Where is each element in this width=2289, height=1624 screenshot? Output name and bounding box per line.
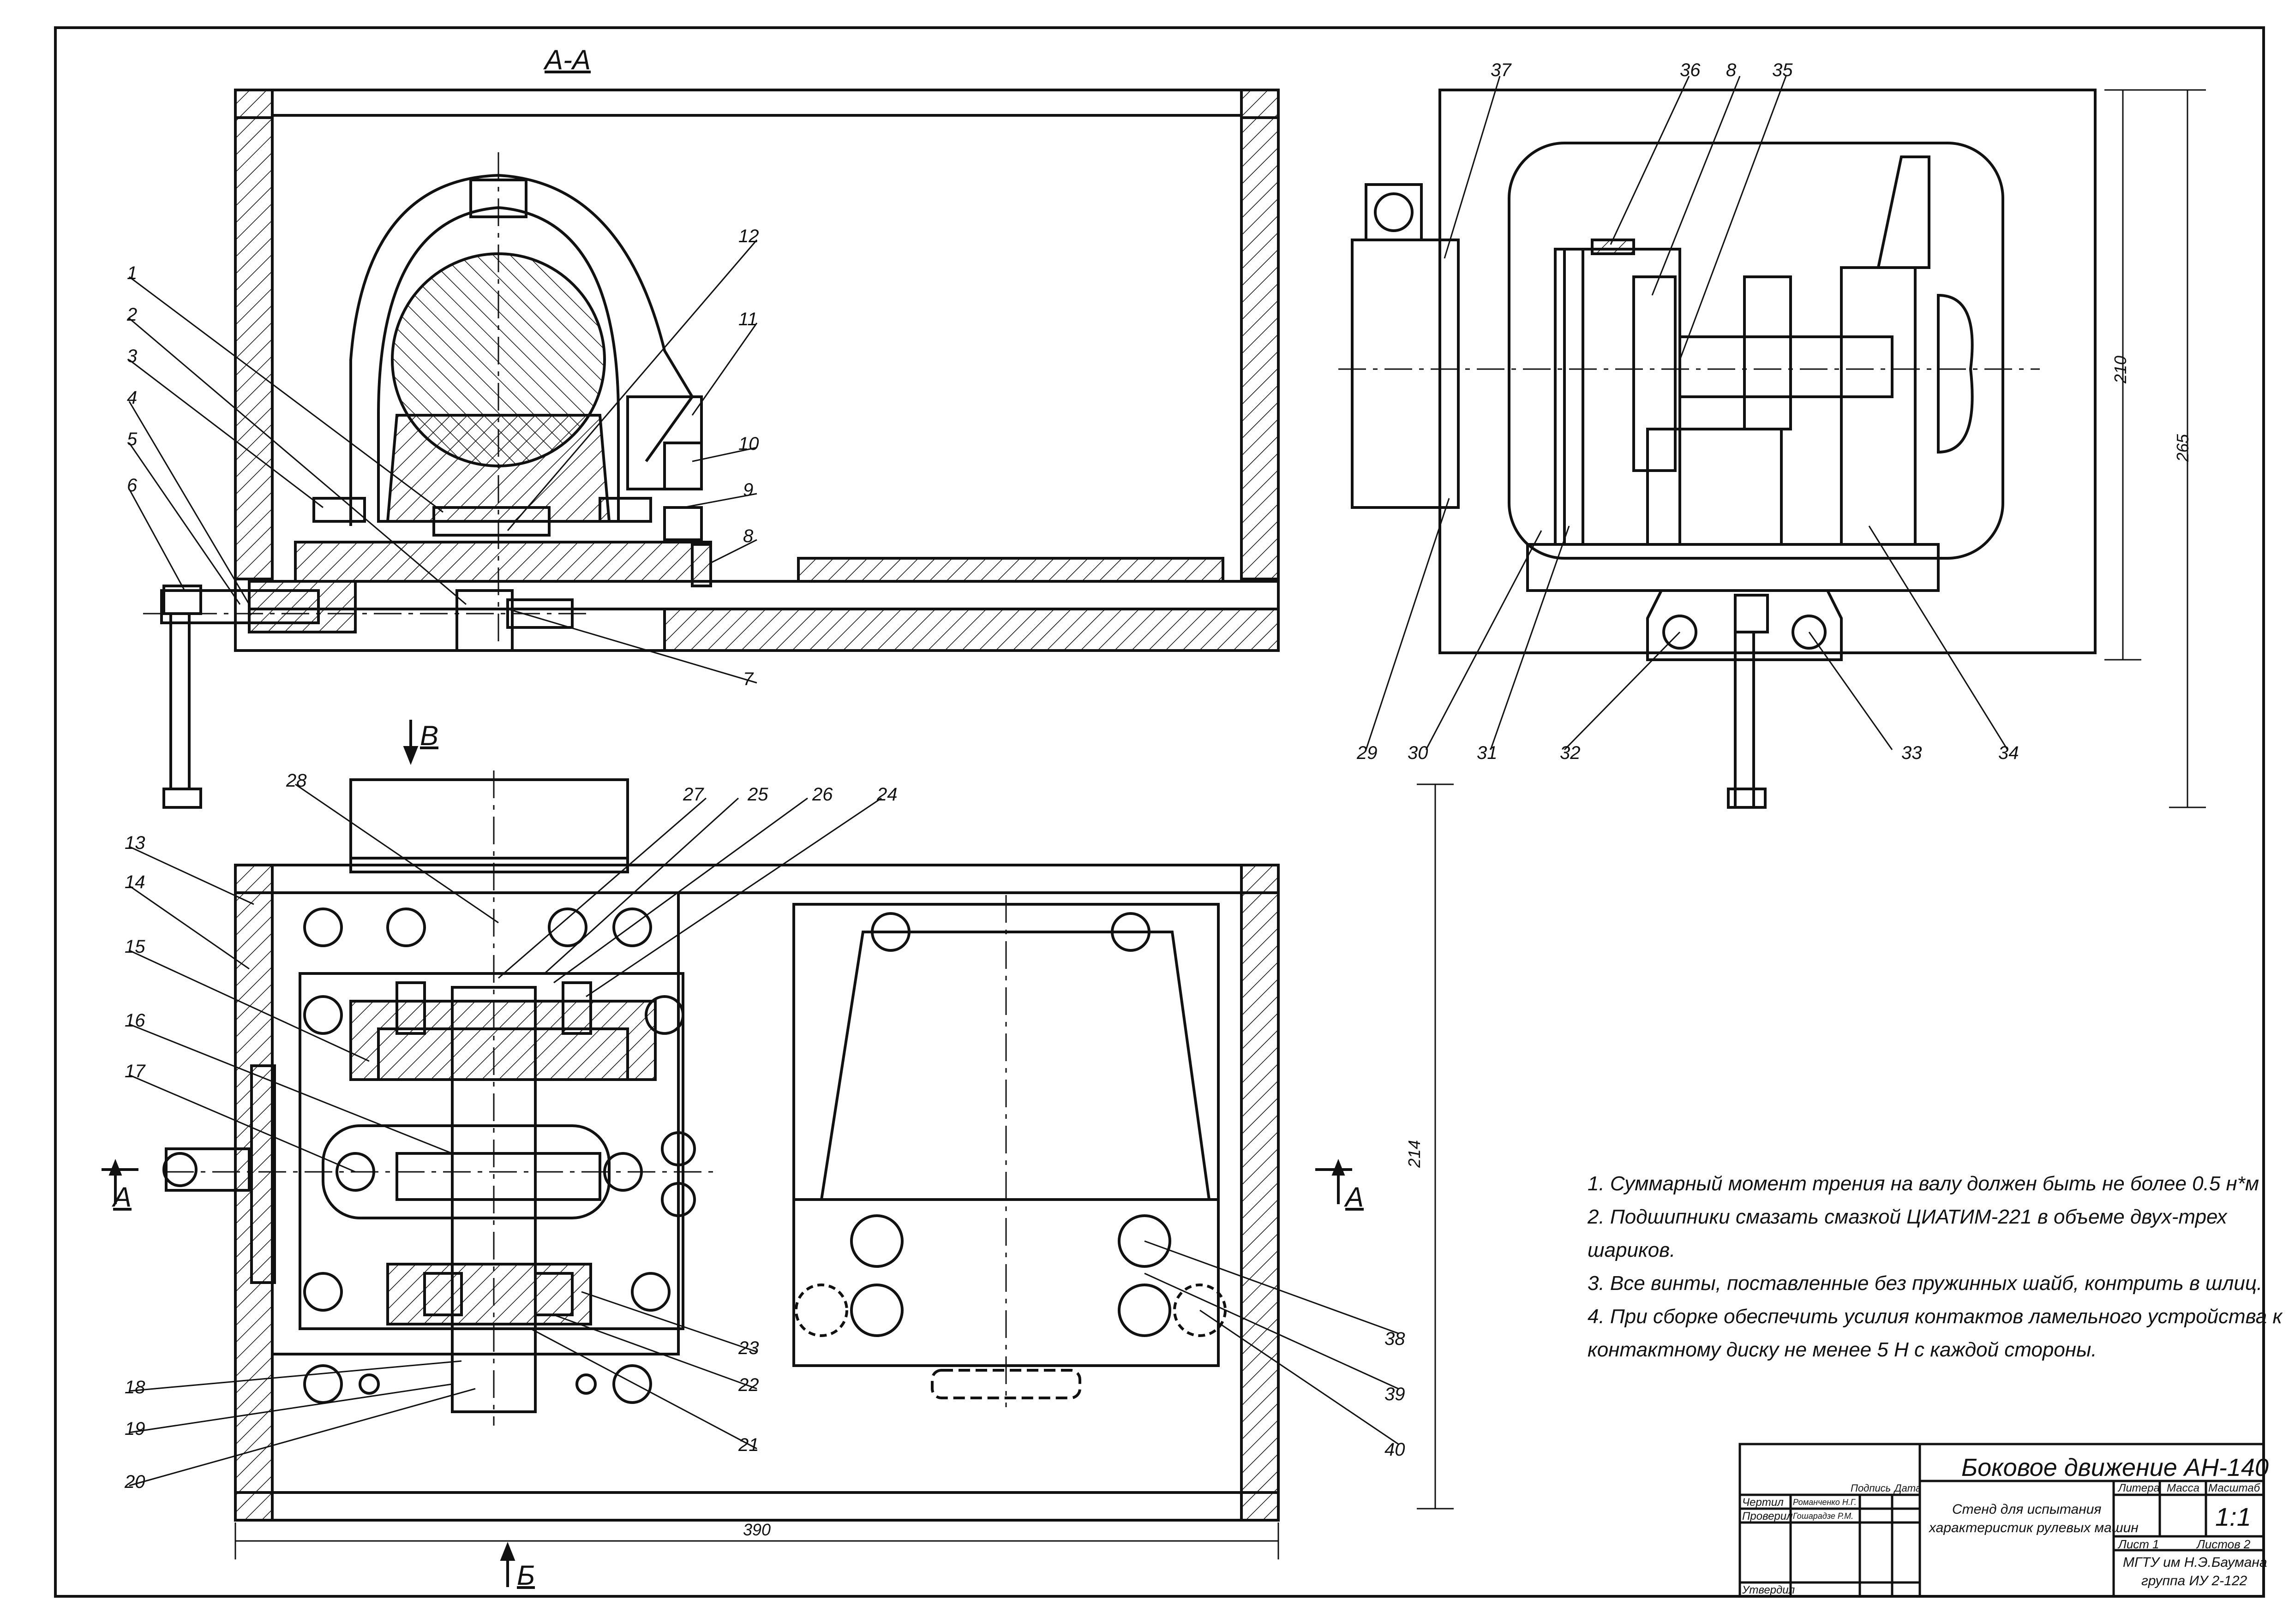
callout-23: 23: [738, 1338, 759, 1358]
title-block-col-signature: Подпись: [1851, 1482, 1891, 1494]
dimension-side-265: 265: [2173, 434, 2193, 462]
callout-3: 3: [127, 346, 138, 366]
callout-37: 37: [1491, 60, 1511, 80]
dimension-width: 390: [743, 1520, 771, 1539]
callout-24: 24: [877, 784, 898, 805]
callout-25: 25: [748, 784, 768, 805]
title-block-sheets: Листов 2: [2197, 1537, 2251, 1551]
callout-27: 27: [683, 784, 704, 805]
note-line: 3. Все винты, поставленные без пружинных…: [1588, 1272, 2263, 1295]
callout-7: 7: [743, 669, 754, 689]
title-block-org-1: МГТУ им Н.Э.Баумана: [2123, 1555, 2267, 1570]
section-a-left-label: А: [113, 1182, 132, 1212]
title-block-sheet: Лист 1: [2118, 1537, 2159, 1551]
callout-29: 29: [1357, 743, 1378, 763]
callout-2: 2: [127, 304, 138, 325]
callout-19: 19: [125, 1419, 145, 1439]
callout-38: 38: [1384, 1329, 1405, 1349]
callout-30: 30: [1408, 743, 1428, 763]
plan-view: [162, 770, 1280, 1522]
callout-8: 8: [743, 526, 754, 546]
callout-40: 40: [1384, 1439, 1405, 1460]
note-line: шариков.: [1588, 1239, 1676, 1261]
note-line: 4. При сборке обеспечить усилия контакто…: [1588, 1305, 2283, 1328]
title-block-subtitle-2: характеристик рулевых машин: [1929, 1520, 2139, 1535]
title-block-org-2: группа ИУ 2-122: [2141, 1573, 2247, 1588]
view-v-label: В: [420, 720, 439, 751]
section-aa-label: А-А: [545, 44, 591, 75]
callout-26: 26: [812, 784, 833, 805]
view-b-label: Б: [517, 1560, 535, 1591]
callout-14: 14: [125, 872, 145, 892]
callout-13: 13: [125, 833, 145, 853]
sheet-border: [54, 26, 2265, 1598]
callout-33: 33: [1901, 743, 1922, 763]
dimension-lines: [234, 89, 2206, 1559]
callout-5: 5: [127, 429, 138, 449]
technical-notes: 1. Суммарный момент трения на валу долже…: [1588, 1167, 2283, 1367]
callout-15: 15: [125, 937, 145, 957]
leader-lines: [128, 76, 2008, 1487]
title-block-col-mass: Масса: [2167, 1482, 2199, 1494]
callout-20: 20: [125, 1472, 145, 1492]
callout-4: 4: [127, 388, 138, 408]
callout-35: 35: [1772, 60, 1793, 80]
callout-11: 11: [738, 309, 758, 329]
title-block-col-date: Дата: [1894, 1482, 1922, 1494]
dimension-side-210: 210: [2111, 355, 2130, 384]
callout-32: 32: [1560, 743, 1581, 763]
callout-8-side: 8: [1726, 60, 1737, 80]
note-line: 2. Подшипники смазать смазкой ЦИАТИМ-221…: [1588, 1206, 2227, 1228]
title-block-scale: 1:1: [2215, 1502, 2251, 1531]
title-block-row-checked: Проверил: [1742, 1510, 1793, 1522]
callout-6: 6: [127, 475, 138, 496]
callout-28: 28: [286, 770, 307, 791]
title-block-title: Боковое движение АН-140: [1961, 1454, 2269, 1481]
callout-39: 39: [1384, 1384, 1405, 1404]
title-block-row-approved: Утвердил: [1742, 1584, 1795, 1596]
callout-12: 12: [738, 226, 759, 246]
callout-31: 31: [1477, 743, 1498, 763]
callout-34: 34: [1998, 743, 2019, 763]
note-line: 1. Суммарный момент трения на валу долже…: [1588, 1172, 2259, 1195]
callout-17: 17: [125, 1061, 145, 1081]
title-block-subtitle-1: Стенд для испытания: [1952, 1502, 2102, 1517]
section-a-right-label: А: [1345, 1182, 1364, 1212]
callout-22: 22: [738, 1375, 759, 1395]
callout-16: 16: [125, 1010, 145, 1031]
callout-9: 9: [743, 480, 754, 500]
callout-1: 1: [127, 263, 138, 283]
title-block-checked-name: Гошарадзе Р.М.: [1793, 1511, 1854, 1521]
callout-36: 36: [1680, 60, 1701, 80]
section-arrows: [102, 720, 1352, 1587]
title-block-col-litera: Литера: [2118, 1482, 2160, 1494]
section-aa-view: [143, 89, 1280, 809]
callout-10: 10: [738, 434, 759, 454]
title-block-lines: [1738, 1443, 2265, 1598]
side-view: [1338, 89, 2097, 809]
note-line: контактному диску не менее 5 Н с каждой …: [1588, 1338, 2097, 1361]
title-block-drawn-name: Романченко Н.Г.: [1793, 1498, 1857, 1507]
callout-21: 21: [738, 1435, 759, 1455]
dimension-plan-height: 214: [1405, 1140, 1424, 1168]
title-block-row-drawn: Чертил: [1742, 1496, 1784, 1509]
callout-18: 18: [125, 1377, 145, 1397]
title-block-col-scale: Масштаб: [2208, 1482, 2260, 1494]
